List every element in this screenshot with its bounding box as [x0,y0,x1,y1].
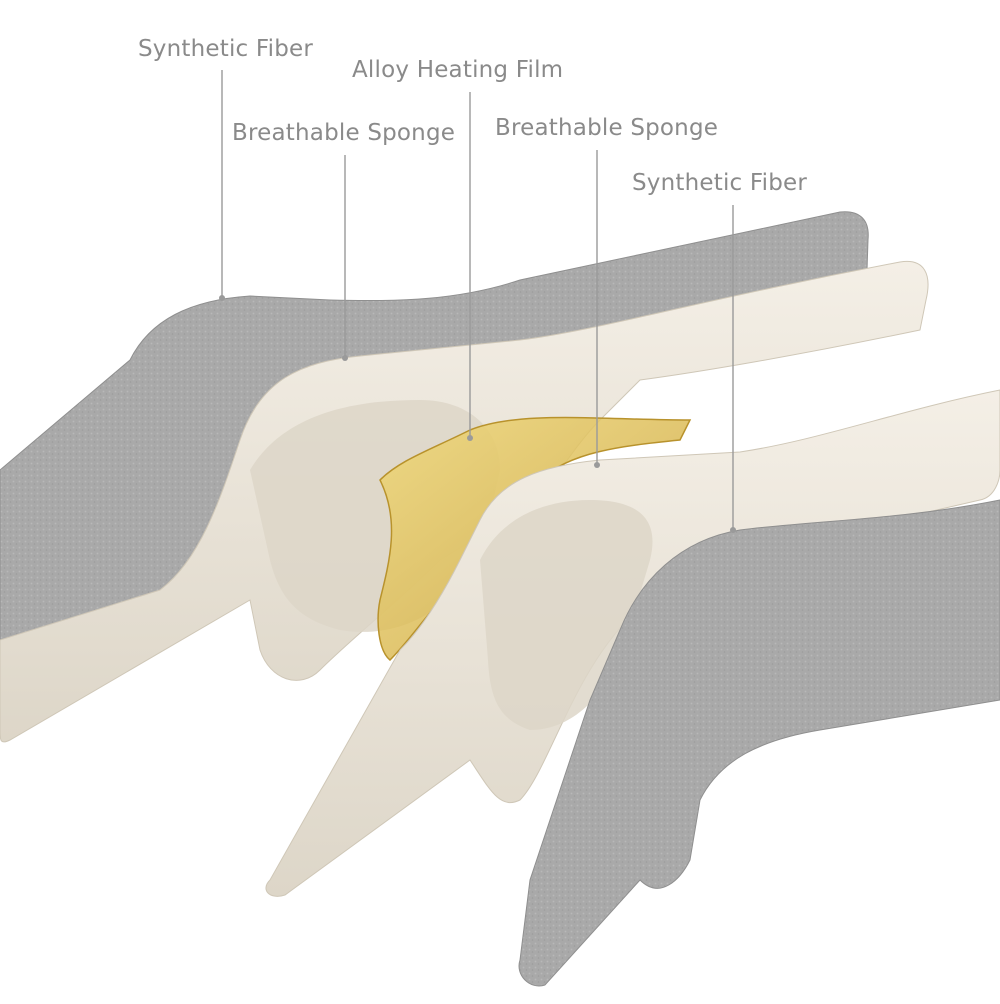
label-synthetic-fiber-right: Synthetic Fiber [632,170,808,196]
leader-dot-sponge-right [594,462,600,468]
front-fiber-layer [518,499,1000,987]
front-sponge-layer [265,389,1000,897]
label-synthetic-fiber-left: Synthetic Fiber [138,36,314,62]
leader-dot-fiber-left [219,295,225,301]
label-breathable-sponge-left: Breathable Sponge [232,120,456,146]
label-alloy-heating-film: Alloy Heating Film [352,57,564,83]
leader-dot-heating-film [467,435,473,441]
leader-dot-fiber-right [730,527,736,533]
leader-dot-sponge-left [342,355,348,361]
label-breathable-sponge-right: Breathable Sponge [495,115,719,141]
leader-lines [219,70,736,533]
